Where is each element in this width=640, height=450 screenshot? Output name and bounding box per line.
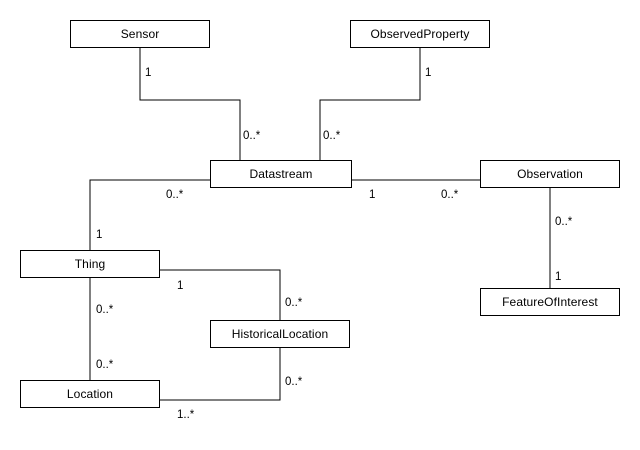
multiplicity-label-datastream-thing-end: 0..* [166,189,184,201]
entity-label-thing: Thing [74,257,106,271]
entity-box-observedproperty[interactable]: ObservedProperty [350,20,490,48]
multiplicity-label-histloc-thing-end: 0..* [285,297,303,309]
entity-label-datastream: Datastream [249,167,313,181]
entity-box-observation[interactable]: Observation [480,160,620,188]
relationship-edge-datastream-thing [89,179,211,251]
entity-box-featureofinterest[interactable]: FeatureOfInterest [480,288,620,316]
multiplicity-label-thing-datastream-end: 1 [96,229,103,241]
entity-label-location: Location [66,387,114,401]
entity-label-observedproperty: ObservedProperty [370,27,470,41]
entity-box-sensor[interactable]: Sensor [70,20,210,48]
relationship-edge-thing-historicallocation [159,269,281,321]
multiplicity-label-datastream-obsprop-end: 0..* [323,130,341,142]
multiplicity-label-observation-foi-end: 0..* [555,216,573,228]
entity-box-datastream[interactable]: Datastream [210,160,352,188]
multiplicity-label-sensor-end: 1 [145,67,152,79]
entity-label-observation: Observation [517,167,583,181]
multiplicity-label-datastream-observation-end: 1 [369,189,376,201]
entity-box-historicallocation[interactable]: HistoricalLocation [210,320,350,348]
multiplicity-label-foi-observation-end: 1 [555,271,562,283]
relationship-edge-sensor-datastream [139,47,241,161]
multiplicity-label-observedproperty-end: 1 [425,67,432,79]
relationship-edge-historicallocation-location [159,347,281,401]
multiplicity-label-location-thing-end: 0..* [96,359,114,371]
entity-box-location[interactable]: Location [20,380,160,408]
entity-label-sensor: Sensor [120,27,160,41]
entity-label-featureofinterest: FeatureOfInterest [502,295,598,309]
multiplicity-label-histloc-location-end: 0..* [285,376,303,388]
multiplicity-label-thing-location-end: 0..* [96,304,114,316]
entity-label-historicallocation: HistoricalLocation [231,327,329,341]
entity-box-thing[interactable]: Thing [20,250,160,278]
relationship-edge-observedproperty-datastream [319,47,421,161]
multiplicity-label-thing-histloc-end: 1 [177,280,184,292]
multiplicity-label-datastream-sensor-end: 0..* [243,130,261,142]
multiplicity-label-location-histloc-end: 1..* [177,409,195,421]
multiplicity-label-observation-datastream-end: 0..* [441,189,459,201]
